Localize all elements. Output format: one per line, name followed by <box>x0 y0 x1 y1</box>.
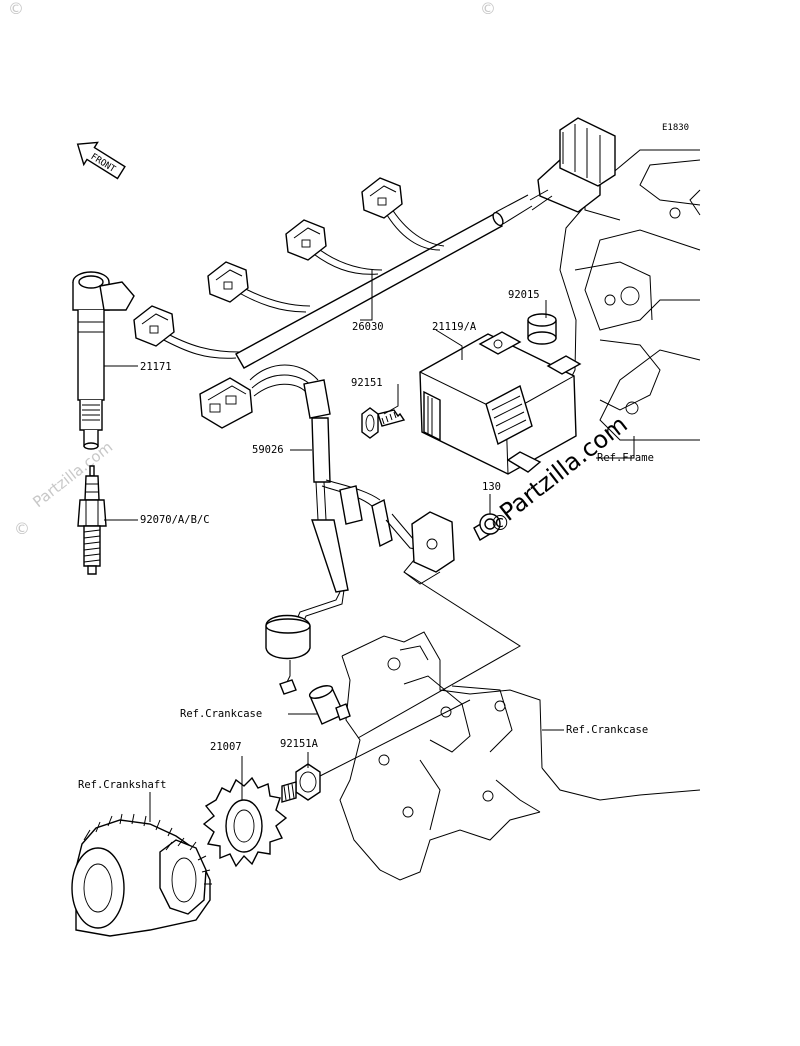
callout-ref-crankcase: Ref.Crankcase <box>566 724 648 736</box>
callout-92070: 92070/A/B/C <box>140 514 210 526</box>
frame-background <box>559 149 701 441</box>
coil-connector-1 <box>133 305 175 347</box>
callout-92151a: 92151A <box>280 738 319 750</box>
crankcase-background <box>339 631 701 881</box>
crankshaft-gears <box>71 813 212 937</box>
callout-labels: 26030 21119/A 92015 21171 92151 59026 Re… <box>78 289 654 791</box>
ignitor-unit <box>419 331 582 475</box>
watermark-copyright-left: © <box>14 519 30 538</box>
watermark-copyright-top-right: © <box>480 0 496 18</box>
watermark-copyright-center: © <box>490 511 510 535</box>
callout-21171: 21171 <box>140 361 172 373</box>
bolt-92151 <box>361 407 406 439</box>
watermark-copyright-top-left: © <box>8 0 24 18</box>
coil-connector-4 <box>361 177 403 219</box>
front-arrow-icon: FRONT <box>76 141 126 180</box>
leader-lines <box>104 270 635 822</box>
collar-92015 <box>527 313 557 345</box>
coil-connector-3 <box>285 219 327 261</box>
sub-harness-59026 <box>199 364 437 695</box>
callout-ref-crankshaft: Ref.Crankshaft <box>78 779 167 791</box>
callout-21007: 21007 <box>210 741 242 753</box>
callout-ref-crankcase-sensor: Ref.Crankcase <box>180 708 262 720</box>
callout-92151: 92151 <box>351 377 383 389</box>
main-wiring-harness <box>133 117 616 369</box>
callout-21119a: 21119/A <box>432 321 477 333</box>
coil-connector-2 <box>207 261 249 303</box>
ignition-coil <box>72 271 135 450</box>
pickup-coil <box>403 511 491 585</box>
timing-rotor <box>202 776 288 868</box>
callout-92015: 92015 <box>508 289 540 301</box>
callout-130: 130 <box>482 481 501 493</box>
callout-ref-frame: Ref.Frame <box>597 452 654 464</box>
callout-59026: 59026 <box>252 444 284 456</box>
diagram-id-label: E1830 <box>662 123 689 133</box>
crankcase-sensor <box>308 685 351 725</box>
callout-26030: 26030 <box>352 321 384 333</box>
spark-plug <box>77 465 107 575</box>
bolt-92151a <box>281 763 321 803</box>
